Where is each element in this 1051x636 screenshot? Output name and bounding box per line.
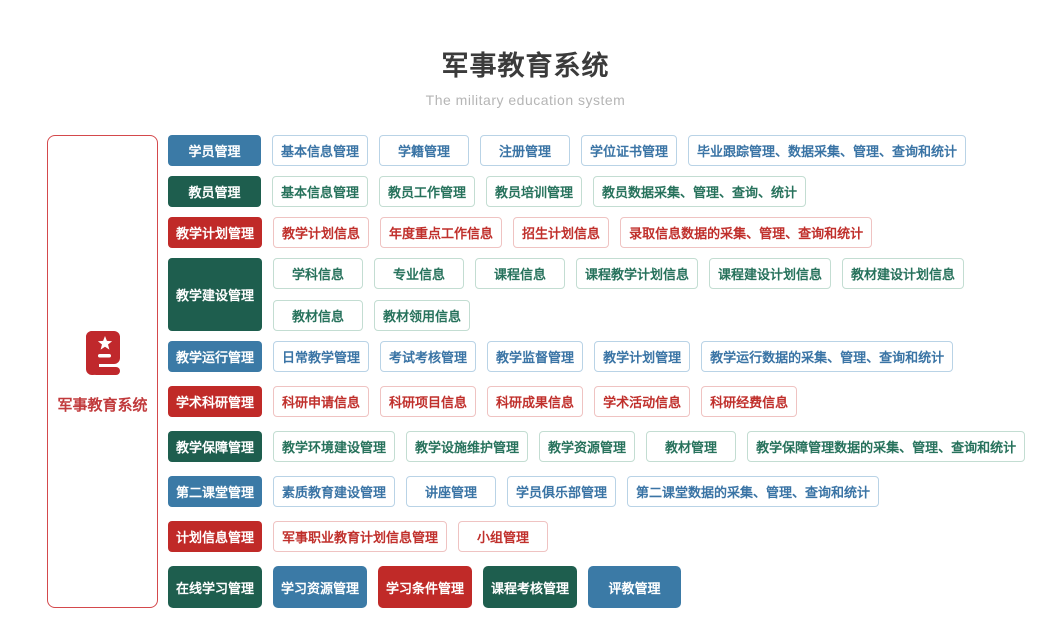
item-button[interactable]: 教学计划管理 <box>594 341 691 372</box>
item-button[interactable]: 教材信息 <box>273 300 364 331</box>
category-button[interactable]: 在线学习管理 <box>168 566 263 608</box>
item-button[interactable]: 科研项目信息 <box>380 386 477 417</box>
item-button[interactable]: 年度重点工作信息 <box>380 217 503 248</box>
item-button[interactable]: 学位证书管理 <box>581 135 678 166</box>
module-row: 计划信息管理军事职业教育计划信息管理小组管理 <box>168 521 1025 552</box>
item-line: 素质教育建设管理讲座管理学员俱乐部管理第二课堂数据的采集、管理、查询和统计 <box>273 476 880 507</box>
category-button[interactable]: 教学运行管理 <box>168 341 263 372</box>
item-line: 军事职业教育计划信息管理小组管理 <box>273 521 549 552</box>
category-button[interactable]: 学员管理 <box>168 135 261 166</box>
item-button[interactable]: 招生计划信息 <box>513 217 610 248</box>
item-button[interactable]: 教材建设计划信息 <box>842 258 965 289</box>
item-button[interactable]: 军事职业教育计划信息管理 <box>273 521 448 552</box>
item-line: 教学环境建设管理教学设施维护管理教学资源管理教材管理教学保障管理数据的采集、管理… <box>273 431 1026 462</box>
main-area: 军事教育系统 学员管理基本信息管理学籍管理注册管理学位证书管理毕业跟踪管理、数据… <box>47 135 1051 608</box>
item-lines: 教学计划信息年度重点工作信息招生计划信息录取信息数据的采集、管理、查询和统计 <box>273 217 873 248</box>
item-button[interactable]: 学员俱乐部管理 <box>507 476 617 507</box>
item-lines: 素质教育建设管理讲座管理学员俱乐部管理第二课堂数据的采集、管理、查询和统计 <box>273 476 880 507</box>
item-button[interactable]: 基本信息管理 <box>272 135 369 166</box>
category-button[interactable]: 第二课堂管理 <box>168 476 263 507</box>
item-button[interactable]: 教学保障管理数据的采集、管理、查询和统计 <box>747 431 1026 462</box>
item-line: 基本信息管理教员工作管理教员培训管理教员数据采集、管理、查询、统计 <box>272 176 807 207</box>
item-button[interactable]: 小组管理 <box>458 521 549 552</box>
item-button[interactable]: 评教管理 <box>588 566 682 608</box>
item-lines: 教学环境建设管理教学设施维护管理教学资源管理教材管理教学保障管理数据的采集、管理… <box>273 431 1026 462</box>
item-button[interactable]: 录取信息数据的采集、管理、查询和统计 <box>620 217 873 248</box>
module-row: 学术科研管理科研申请信息科研项目信息科研成果信息学术活动信息科研经费信息 <box>168 386 1025 417</box>
item-lines: 科研申请信息科研项目信息科研成果信息学术活动信息科研经费信息 <box>273 386 798 417</box>
category-button[interactable]: 计划信息管理 <box>168 521 263 552</box>
category-button[interactable]: 教员管理 <box>168 176 261 207</box>
module-row: 学员管理基本信息管理学籍管理注册管理学位证书管理毕业跟踪管理、数据采集、管理、查… <box>168 135 1025 166</box>
category-button[interactable]: 教学建设管理 <box>168 258 263 331</box>
item-line: 教材信息教材领用信息 <box>273 300 964 331</box>
book-star-icon <box>79 329 127 382</box>
item-line: 日常教学管理考试考核管理教学监督管理教学计划管理教学运行数据的采集、管理、查询和… <box>273 341 954 372</box>
item-button[interactable]: 考试考核管理 <box>380 341 477 372</box>
category-button[interactable]: 教学保障管理 <box>168 431 263 462</box>
item-button[interactable]: 注册管理 <box>480 135 571 166</box>
item-button[interactable]: 日常教学管理 <box>273 341 370 372</box>
item-button[interactable]: 课程考核管理 <box>483 566 578 608</box>
item-button[interactable]: 学籍管理 <box>379 135 470 166</box>
item-button[interactable]: 学科信息 <box>273 258 364 289</box>
module-row: 教员管理基本信息管理教员工作管理教员培训管理教员数据采集、管理、查询、统计 <box>168 176 1025 207</box>
item-button[interactable]: 第二课堂数据的采集、管理、查询和统计 <box>627 476 880 507</box>
module-row: 教学建设管理学科信息专业信息课程信息课程教学计划信息课程建设计划信息教材建设计划… <box>168 258 1025 331</box>
system-root-box[interactable]: 军事教育系统 <box>47 135 158 608</box>
item-button[interactable]: 教学运行数据的采集、管理、查询和统计 <box>701 341 954 372</box>
item-button[interactable]: 科研经费信息 <box>701 386 798 417</box>
module-row: 教学运行管理日常教学管理考试考核管理教学监督管理教学计划管理教学运行数据的采集、… <box>168 341 1025 372</box>
item-button[interactable]: 学习资源管理 <box>273 566 368 608</box>
item-lines: 日常教学管理考试考核管理教学监督管理教学计划管理教学运行数据的采集、管理、查询和… <box>273 341 954 372</box>
item-button[interactable]: 科研申请信息 <box>273 386 370 417</box>
category-button[interactable]: 教学计划管理 <box>168 217 263 248</box>
item-button[interactable]: 教学计划信息 <box>273 217 370 248</box>
item-button[interactable]: 教材管理 <box>646 431 737 462</box>
item-lines: 基本信息管理学籍管理注册管理学位证书管理毕业跟踪管理、数据采集、管理、查询和统计 <box>272 135 967 166</box>
item-button[interactable]: 科研成果信息 <box>487 386 584 417</box>
item-lines: 学习资源管理学习条件管理课程考核管理评教管理 <box>273 566 682 608</box>
item-line: 基本信息管理学籍管理注册管理学位证书管理毕业跟踪管理、数据采集、管理、查询和统计 <box>272 135 967 166</box>
item-button[interactable]: 课程信息 <box>475 258 566 289</box>
page-subtitle: The military education system <box>425 92 626 108</box>
module-row: 教学计划管理教学计划信息年度重点工作信息招生计划信息录取信息数据的采集、管理、查… <box>168 217 1025 248</box>
item-button[interactable]: 基本信息管理 <box>272 176 369 207</box>
item-button[interactable]: 专业信息 <box>374 258 465 289</box>
item-button[interactable]: 教材领用信息 <box>374 300 471 331</box>
item-button[interactable]: 讲座管理 <box>406 476 497 507</box>
item-button[interactable]: 教员数据采集、管理、查询、统计 <box>593 176 807 207</box>
item-line: 科研申请信息科研项目信息科研成果信息学术活动信息科研经费信息 <box>273 386 798 417</box>
item-lines: 基本信息管理教员工作管理教员培训管理教员数据采集、管理、查询、统计 <box>272 176 807 207</box>
item-lines: 军事职业教育计划信息管理小组管理 <box>273 521 549 552</box>
module-row: 教学保障管理教学环境建设管理教学设施维护管理教学资源管理教材管理教学保障管理数据… <box>168 431 1026 462</box>
module-row: 在线学习管理学习资源管理学习条件管理课程考核管理评教管理 <box>168 566 1025 608</box>
module-row: 第二课堂管理素质教育建设管理讲座管理学员俱乐部管理第二课堂数据的采集、管理、查询… <box>168 476 1025 507</box>
item-line: 学科信息专业信息课程信息课程教学计划信息课程建设计划信息教材建设计划信息 <box>273 258 965 289</box>
item-button[interactable]: 课程教学计划信息 <box>576 258 699 289</box>
category-button[interactable]: 学术科研管理 <box>168 386 263 417</box>
rows: 学员管理基本信息管理学籍管理注册管理学位证书管理毕业跟踪管理、数据采集、管理、查… <box>168 135 1026 608</box>
item-button[interactable]: 教学设施维护管理 <box>406 431 529 462</box>
item-line: 学习资源管理学习条件管理课程考核管理评教管理 <box>273 566 682 608</box>
item-lines: 学科信息专业信息课程信息课程教学计划信息课程建设计划信息教材建设计划信息教材信息… <box>273 258 965 331</box>
page-title: 军事教育系统 <box>441 51 610 81</box>
item-button[interactable]: 学术活动信息 <box>594 386 691 417</box>
item-button[interactable]: 教学资源管理 <box>539 431 636 462</box>
item-button[interactable]: 学习条件管理 <box>378 566 473 608</box>
item-button[interactable]: 素质教育建设管理 <box>273 476 396 507</box>
item-button[interactable]: 教学环境建设管理 <box>273 431 396 462</box>
item-button[interactable]: 毕业跟踪管理、数据采集、管理、查询和统计 <box>688 135 967 166</box>
item-button[interactable]: 课程建设计划信息 <box>709 258 832 289</box>
system-root-label: 军事教育系统 <box>57 396 148 414</box>
item-button[interactable]: 教员培训管理 <box>486 176 583 207</box>
item-button[interactable]: 教学监督管理 <box>487 341 584 372</box>
item-button[interactable]: 教员工作管理 <box>379 176 476 207</box>
page-header: 军事教育系统 The military education system <box>0 0 1051 108</box>
item-line: 教学计划信息年度重点工作信息招生计划信息录取信息数据的采集、管理、查询和统计 <box>273 217 873 248</box>
